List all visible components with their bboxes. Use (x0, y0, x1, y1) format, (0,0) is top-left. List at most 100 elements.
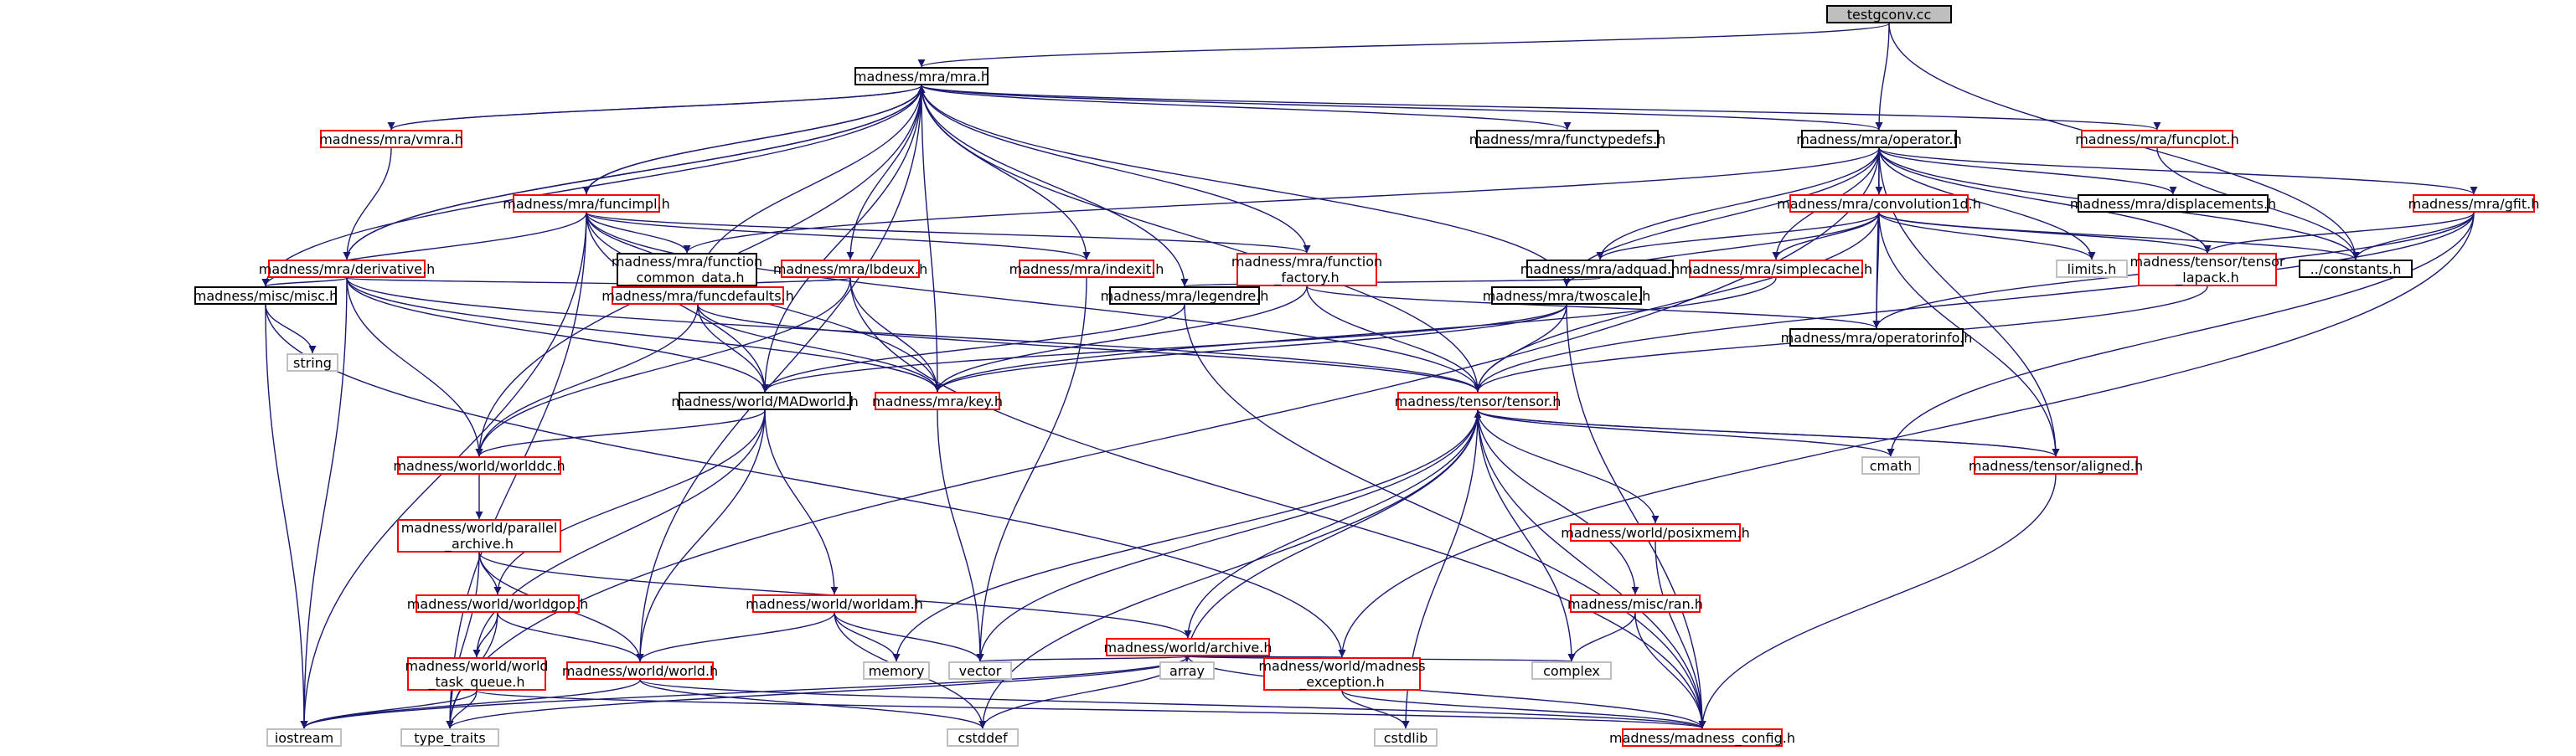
edge-operator-to-gfit (1878, 147, 2478, 195)
edge-mra-to-madworld (761, 85, 922, 393)
edge-testgconv-to-mra (917, 23, 1890, 68)
edge-world-to-madness-config (639, 679, 1706, 729)
edge-simplecache-to-key (933, 277, 1777, 393)
node-archive[interactable]: madness/world/archive.h (1103, 638, 1273, 656)
node-madness-config[interactable]: madness/madness_config.h (1609, 728, 1795, 747)
edge-function-factory-to-tensor (1306, 285, 1482, 393)
node-funcdefaults[interactable]: madness/mra/funcdefaults.h (601, 286, 794, 305)
edge-funcimpl-to-function-factory (586, 212, 1311, 254)
node-string[interactable]: string (287, 353, 338, 372)
edge-tensor-to-ran (1477, 409, 1639, 595)
edge-funcimpl-to-function-common-data (586, 212, 691, 254)
node-type-traits[interactable]: type_traits (400, 728, 499, 747)
edge-derivative-to-madworld (346, 277, 769, 393)
edge-derivative-to-misc (261, 277, 348, 287)
node-constants[interactable]: ../constants.h (2299, 260, 2413, 278)
edge-funcdefaults-to-tensor (697, 304, 1482, 393)
node-memory[interactable]: memory (863, 661, 930, 680)
node-vector[interactable]: vector (948, 661, 1012, 680)
node-posixmem[interactable]: madness/world/posixmem.h (1561, 523, 1750, 542)
edge-archive-to-vector (977, 653, 1189, 662)
edge-legendre-to-madworld (761, 304, 1185, 393)
node-madness-exception[interactable]: madness/world/madness _exception.h (1258, 657, 1426, 691)
edge-convolution1d-to-aligned (1878, 212, 2060, 457)
node-operator[interactable]: madness/mra/operator.h (1796, 130, 1962, 148)
node-vmra[interactable]: madness/mra/vmra.h (319, 130, 463, 148)
edge-mra-to-funcdefaults (694, 85, 922, 287)
edge-tensor-to-madness-config (1477, 409, 1706, 729)
edge-gfit-to-cmath (1887, 212, 2475, 457)
node-ran[interactable]: madness/misc/ran.h (1567, 594, 1703, 613)
node-gfit[interactable]: madness/mra/gfit.h (2408, 194, 2540, 213)
node-funcplot[interactable]: madness/mra/funcplot.h (2075, 130, 2239, 148)
node-worlddam[interactable]: madness/world/worldam.h (746, 594, 923, 613)
node-worldgop[interactable]: madness/world/worldgop.h (406, 594, 589, 613)
edge-archive-to-type-traits (446, 656, 1189, 729)
node-aligned[interactable]: madness/tensor/aligned.h (1968, 456, 2144, 475)
edge-convolution1d-to-limits (1878, 212, 2096, 260)
node-cstddef[interactable]: cstddef (947, 728, 1019, 747)
node-world-task-queue[interactable]: madness/world/world _task_queue.h (405, 657, 549, 691)
node-cmath[interactable]: cmath (1861, 456, 1920, 475)
node-adquad[interactable]: madness/mra/adquad.h (1520, 260, 1680, 278)
edge-function-factory-to-operatorinfo (1306, 285, 1881, 329)
node-tensor-lapack[interactable]: madness/tensor/tensor _lapack.h (2129, 253, 2285, 286)
edge-mra-to-world (636, 85, 922, 662)
node-parallel-archive[interactable]: madness/world/parallel _archive.h (397, 519, 561, 553)
edge-mra-to-key (921, 85, 942, 393)
edge-madworld-to-world (636, 409, 766, 662)
node-misc[interactable]: madness/misc/misc.h (193, 286, 338, 305)
node-function-factory[interactable]: madness/mra/function _factory.h (1231, 253, 1383, 286)
edge-madworld-to-world-task-queue (472, 409, 766, 658)
edge-testgconv-to-operator (1875, 23, 1890, 131)
node-functypedefs[interactable]: madness/mra/functypedefs.h (1469, 130, 1666, 148)
edge-parallel-archive-to-worldgop (478, 552, 502, 595)
edge-funcimpl-to-indexit (586, 212, 1091, 260)
node-cstdlib[interactable]: cstdlib (1374, 728, 1438, 747)
edge-tensor-to-posixmem (1477, 409, 1660, 524)
node-limits[interactable]: limits.h (2056, 260, 2128, 278)
node-indexit[interactable]: madness/mra/indexit.h (1009, 260, 1164, 278)
node-key[interactable]: madness/mra/key.h (872, 392, 1003, 410)
edge-mra-to-legendre (921, 85, 1189, 287)
edge-mra-to-function-factory (921, 85, 1311, 254)
node-mra[interactable]: madness/mra/mra.h (853, 67, 990, 85)
edge-tensor-to-cmath (1477, 409, 1895, 457)
edge-world-to-iostream (300, 679, 641, 729)
edge-worlddam-to-memory (834, 612, 901, 662)
edge-derivative-to-iostream (300, 277, 348, 729)
edge-convolution1d-to-simplecache (1772, 212, 1880, 260)
edge-misc-to-iostream (265, 304, 308, 729)
edge-mra-to-funcplot (921, 85, 2160, 131)
edge-worldgop-to-world (497, 612, 644, 662)
edge-twoscale-to-madness-config (1566, 304, 1706, 729)
edge-twoscale-to-madworld (761, 304, 1567, 393)
node-world[interactable]: madness/world/world.h (561, 661, 719, 680)
edge-operator-to-adquad (1596, 147, 1880, 260)
node-simplecache[interactable]: madness/mra/simplecache.h (1679, 260, 1873, 278)
edge-funcdefaults-to-worlddc (475, 304, 699, 457)
node-madworld[interactable]: madness/world/MADworld.h (671, 392, 859, 410)
edge-aligned-to-madness-config (1698, 474, 2057, 729)
node-funcimpl[interactable]: madness/mra/funcimpl.h (503, 194, 670, 213)
edge-lbdeux-to-worlddc (475, 277, 851, 457)
edge-convolution1d-to-tensor-lapack (1878, 212, 2212, 254)
node-testgconv[interactable]: testgconv.cc (1826, 5, 1952, 23)
node-legendre[interactable]: madness/mra/legendre.h (1100, 286, 1269, 305)
node-iostream[interactable]: iostream (266, 728, 342, 747)
edge-tensor-to-vector (976, 409, 1479, 662)
edge-twoscale-to-tensor (1474, 304, 1567, 393)
node-function-common-data[interactable]: madness/mra/function _common_data.h (611, 253, 763, 286)
node-displacements[interactable]: madness/mra/displacements.h (2069, 194, 2277, 213)
node-complex[interactable]: complex (1531, 661, 1612, 680)
node-array[interactable]: array (1159, 661, 1215, 680)
node-lbdeux[interactable]: madness/mra/lbdeux.h (772, 260, 928, 278)
node-operatorinfo[interactable]: madness/mra/operatorinfo.h (1780, 328, 1973, 347)
node-convolution1d[interactable]: madness/mra/convolution1d.h (1777, 194, 1981, 213)
node-derivative[interactable]: madness/mra/derivative.h (258, 260, 436, 278)
node-worlddc[interactable]: madness/world/worlddc.h (393, 456, 565, 475)
edge-convolution1d-to-adquad (1596, 212, 1880, 260)
node-twoscale[interactable]: madness/mra/twoscale.h (1482, 286, 1651, 305)
node-tensor[interactable]: madness/tensor/tensor.h (1394, 392, 1562, 410)
